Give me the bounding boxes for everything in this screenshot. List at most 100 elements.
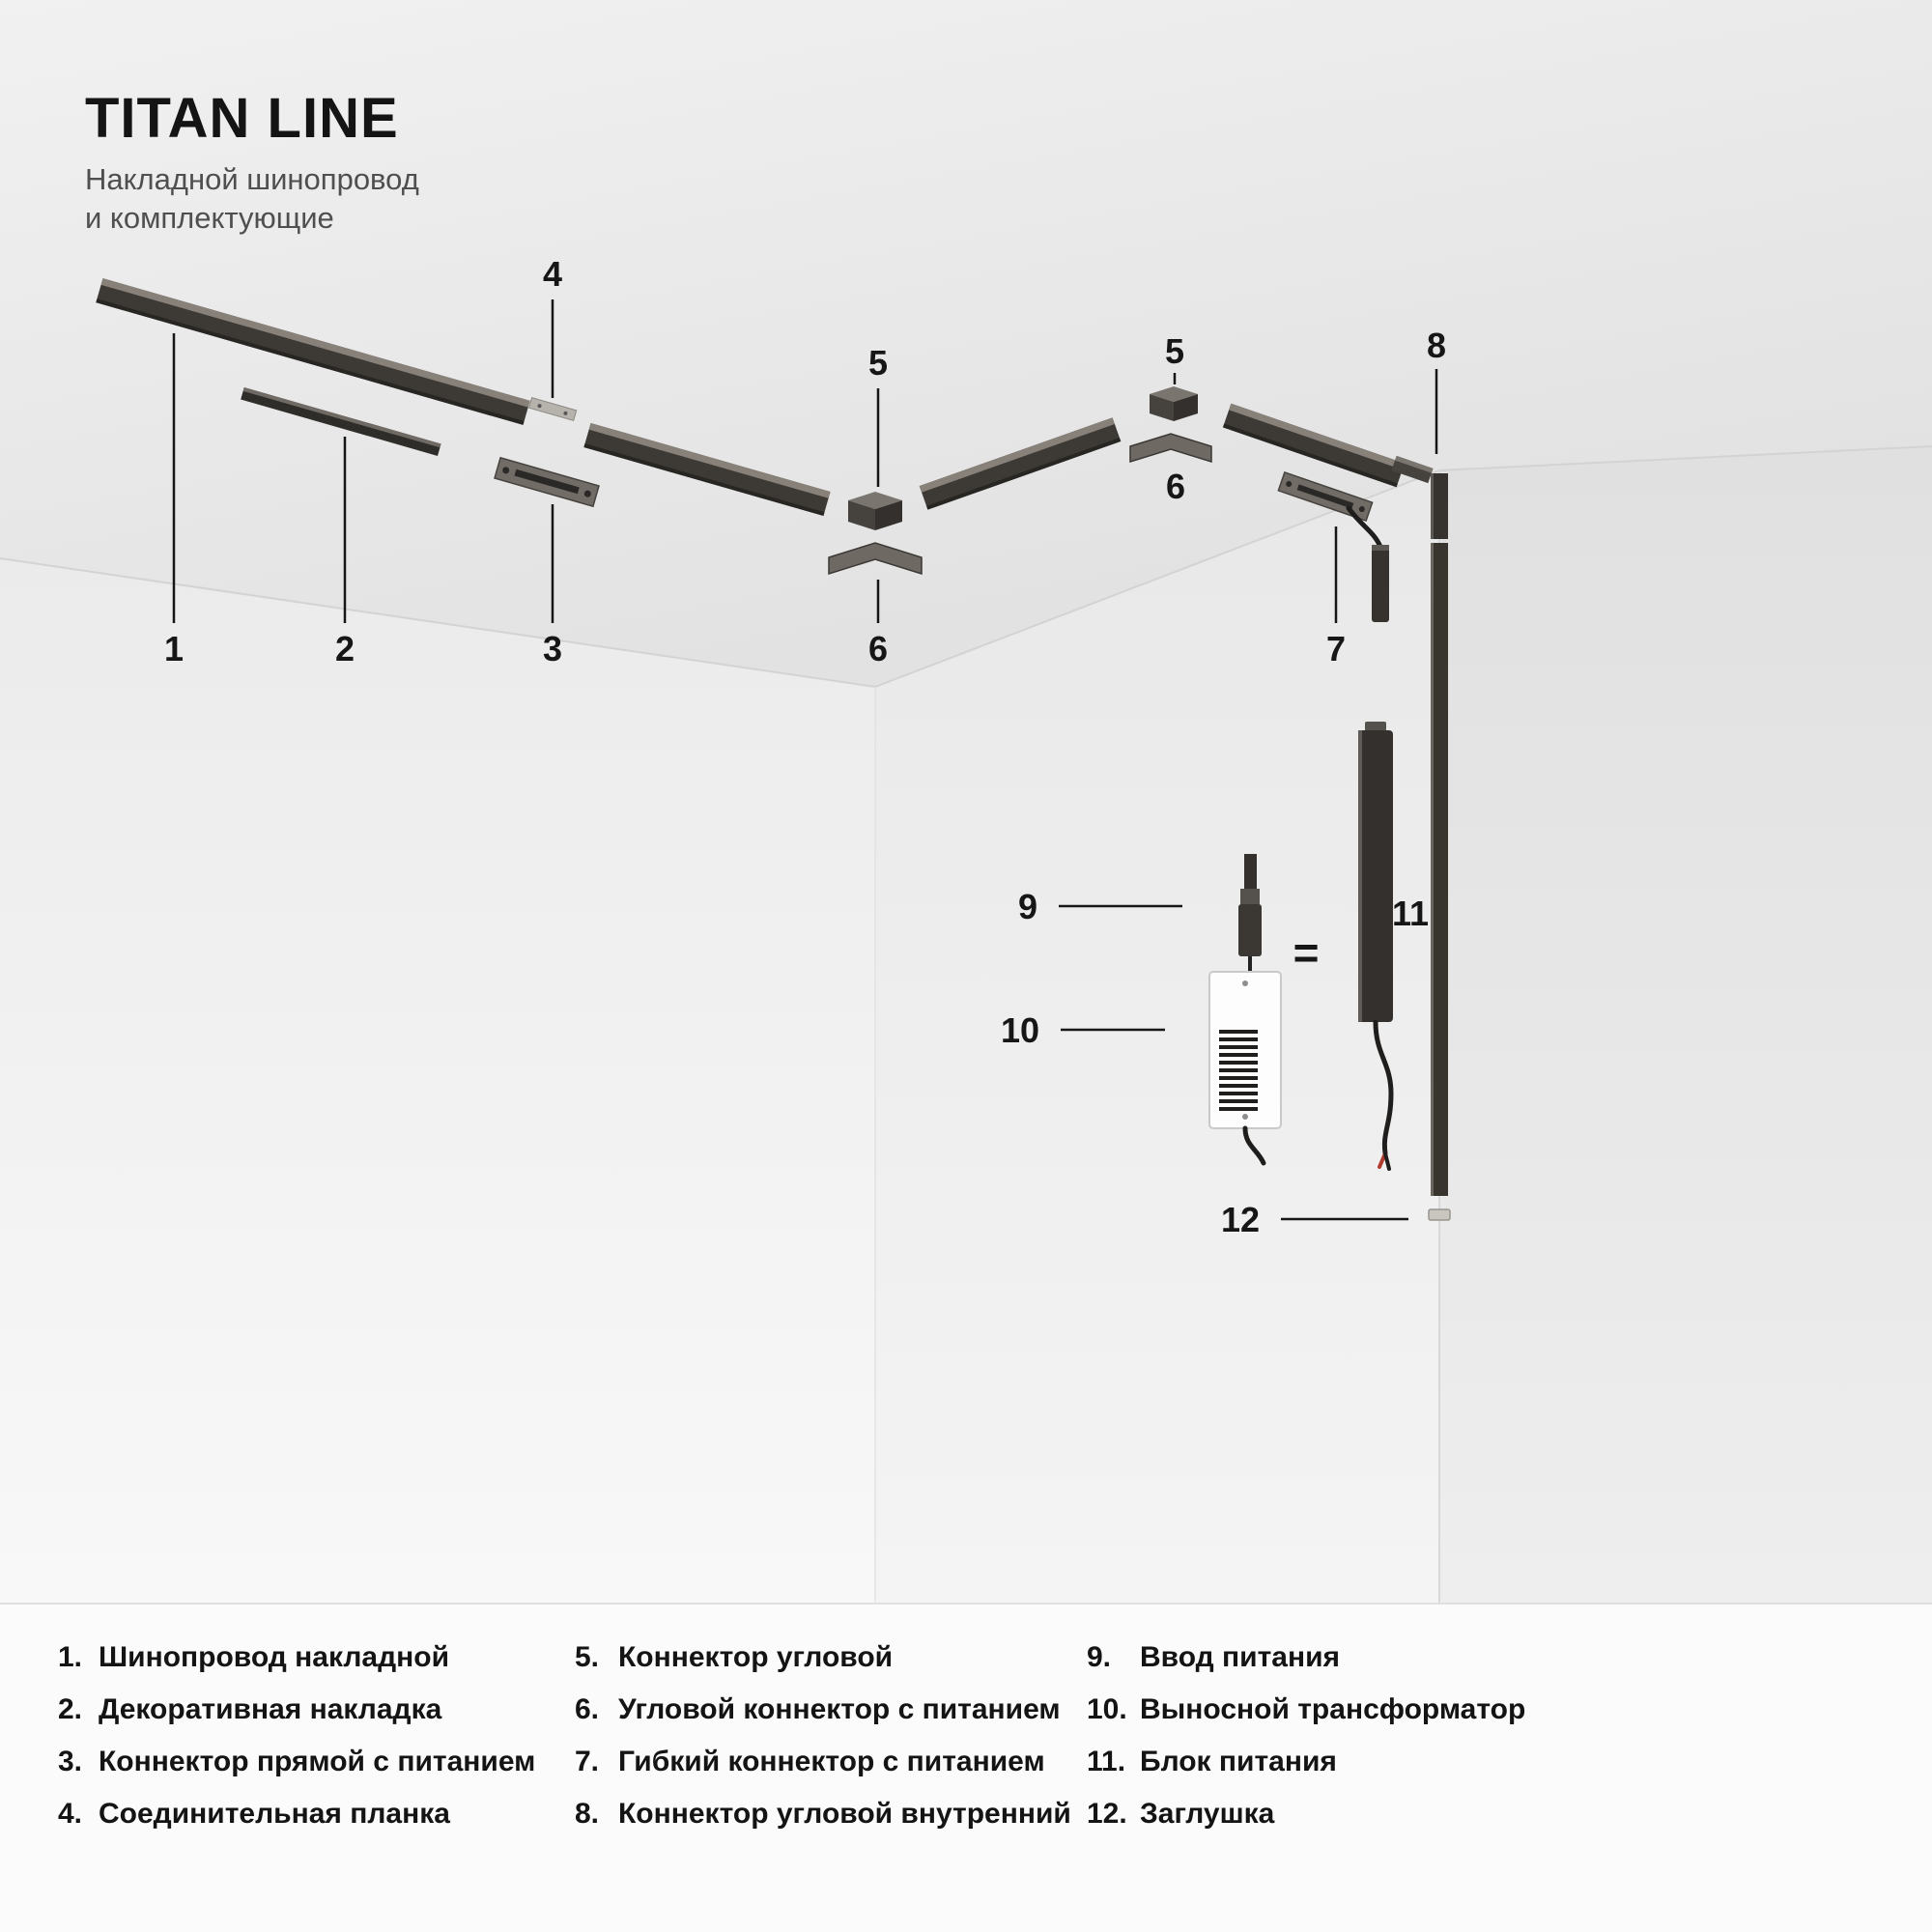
connector-screw xyxy=(1286,480,1293,487)
callout-number-12: 12 xyxy=(1221,1200,1260,1239)
callout-number-5b: 5 xyxy=(1165,331,1184,371)
page-subtitle-line2: и комплектующие xyxy=(85,201,334,235)
input-neck xyxy=(1240,889,1260,904)
track-bottom-shade xyxy=(96,298,525,425)
legend-column-2: 5. Коннектор угловой 6. Угловой коннекто… xyxy=(575,1641,1071,1830)
legend-column-3: 9. Ввод питания 10. Выносной трансформат… xyxy=(1087,1641,1525,1830)
legend-item-number: 1. xyxy=(58,1641,82,1673)
callout-number-10: 10 xyxy=(1001,1010,1039,1050)
psu-wire-black xyxy=(1383,1151,1391,1171)
transformer-body xyxy=(1208,971,1282,1129)
callout-number-8: 8 xyxy=(1427,326,1446,365)
corner-left-face xyxy=(1150,394,1174,421)
surface-track-segment xyxy=(583,422,831,517)
ceiling-plane xyxy=(0,0,1932,687)
callout-number-6b: 6 xyxy=(1166,467,1185,506)
wall-left xyxy=(0,558,875,1604)
legend-item-number: 7. xyxy=(575,1746,599,1777)
legend-item-label: Угловой коннектор с питанием xyxy=(618,1693,1061,1725)
legend-item-number: 8. xyxy=(575,1798,599,1830)
track-top-highlight xyxy=(1229,403,1406,470)
end-cap xyxy=(1428,1208,1451,1221)
callout-number-6a: 6 xyxy=(868,629,888,668)
legend-background xyxy=(0,1604,1932,1932)
corner-connector-front xyxy=(848,492,902,530)
power-supply-unit xyxy=(1358,722,1394,1171)
surface-track-1 xyxy=(96,278,530,425)
callout-number-11: 11 xyxy=(1392,894,1429,933)
track-highlight xyxy=(1431,543,1434,1196)
callout-number-5a: 5 xyxy=(868,343,888,383)
track-body xyxy=(96,278,530,425)
legend-column-1: 1. Шинопровод накладной 2. Декоративная … xyxy=(58,1641,535,1830)
elbow-top-highlight xyxy=(1395,455,1434,473)
legend-item-label: Декоративная накладка xyxy=(99,1693,442,1725)
transformer-vents xyxy=(1219,1030,1258,1111)
legend-item-number: 9. xyxy=(1087,1641,1111,1673)
wall-right xyxy=(1439,446,1932,1604)
legend-item-number: 10. xyxy=(1087,1693,1127,1725)
ceiling-edge-line xyxy=(0,445,1932,689)
callout-number-9: 9 xyxy=(1018,887,1037,926)
transformer-screw xyxy=(1242,980,1248,986)
elbow-vertical xyxy=(1431,473,1448,539)
connector-slot xyxy=(1296,484,1354,509)
flex-cable xyxy=(1346,505,1383,550)
flexible-feed-connector xyxy=(1277,470,1389,622)
callout-number-1: 1 xyxy=(164,629,184,668)
legend-item-number: 6. xyxy=(575,1693,599,1725)
track-body xyxy=(1431,543,1448,1196)
corner-connector-mid xyxy=(1150,386,1198,421)
legend-item-label: Выносной трансформатор xyxy=(1140,1693,1525,1725)
psu-cable xyxy=(1373,1019,1394,1156)
page-subtitle-line1: Накладной шинопровод xyxy=(85,162,419,196)
flex-block xyxy=(1372,545,1389,622)
callout-number-4: 4 xyxy=(543,254,562,294)
legend-item-number: 12. xyxy=(1087,1798,1127,1830)
legend-item-label: Шинопровод накладной xyxy=(99,1641,449,1673)
input-stub xyxy=(1244,854,1257,889)
track-bottom-shade xyxy=(1222,423,1398,488)
legend-item-label: Гибкий коннектор с питанием xyxy=(618,1746,1045,1777)
connector-screw xyxy=(502,467,510,474)
psu-top-cap xyxy=(1365,722,1386,731)
power-input xyxy=(1238,854,1262,972)
external-transformer xyxy=(1208,971,1282,1166)
legend-item-number: 11. xyxy=(1087,1746,1125,1777)
track-bottom-shade xyxy=(583,443,825,517)
connector-screw xyxy=(1358,506,1365,513)
legend-item-label: Заглушка xyxy=(1140,1798,1275,1830)
decorative-cover xyxy=(241,387,441,456)
inner-corner-connector xyxy=(1391,455,1448,539)
transformer-screw xyxy=(1242,1114,1248,1120)
legend-item-number: 3. xyxy=(58,1746,82,1777)
wall-front xyxy=(875,470,1439,1604)
legend-item-label: Блок питания xyxy=(1140,1746,1337,1777)
track-top-highlight xyxy=(919,417,1115,493)
track-bottom-shade xyxy=(926,438,1122,510)
legend-item-label: Коннектор прямой с питанием xyxy=(99,1746,535,1777)
track-body xyxy=(919,417,1122,510)
plate-screw xyxy=(537,404,542,409)
connecting-plate xyxy=(527,396,578,422)
surface-track-rising xyxy=(919,417,1122,510)
callout-number-2: 2 xyxy=(335,629,355,668)
corner-feed-connector-front xyxy=(828,542,923,576)
page-title: TITAN LINE xyxy=(85,87,399,150)
track-top-highlight xyxy=(100,278,530,408)
cover-highlight xyxy=(242,387,441,448)
track-top-highlight xyxy=(588,422,831,498)
legend-item-label: Коннектор угловой внутренний xyxy=(618,1798,1071,1830)
straight-feed-connector xyxy=(494,456,600,508)
track-body xyxy=(583,422,831,517)
legend-item-number: 5. xyxy=(575,1641,599,1673)
corner-feed-connector-mid xyxy=(1129,433,1212,464)
legend-item-label: Ввод питания xyxy=(1140,1641,1340,1673)
track-body xyxy=(1222,403,1406,488)
wall-track-vertical xyxy=(1431,543,1448,1196)
corner-right-face xyxy=(875,500,902,530)
legend-item-label: Соединительная планка xyxy=(99,1798,450,1830)
legend-item-number: 4. xyxy=(58,1798,82,1830)
corner-left-face xyxy=(848,500,875,530)
